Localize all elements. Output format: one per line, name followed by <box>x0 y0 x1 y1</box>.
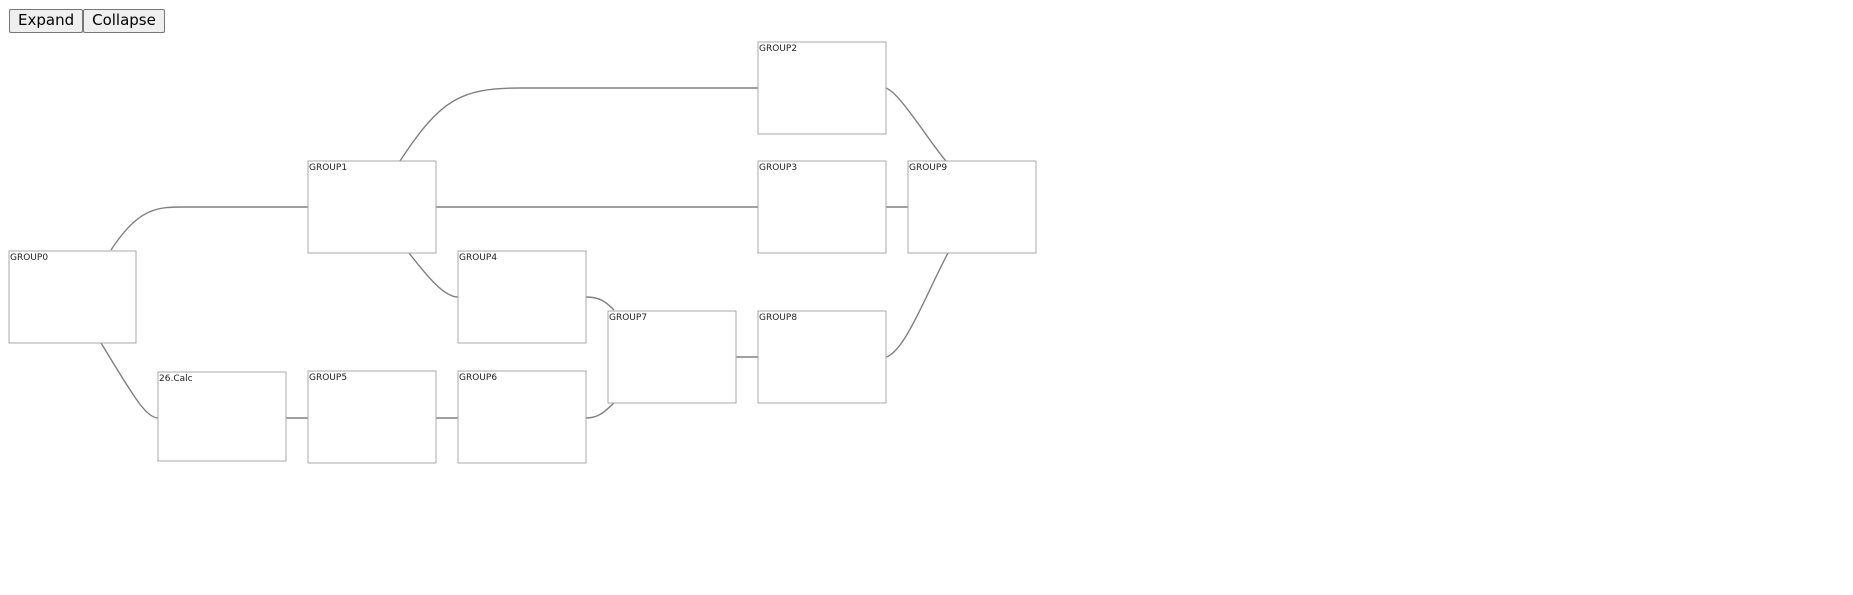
node-group2-box <box>757 41 887 135</box>
edge-group1-group4 <box>408 252 459 298</box>
expand-button[interactable]: Expand <box>9 9 84 33</box>
node-group9-box <box>907 160 1037 254</box>
node-group6-box <box>457 370 587 464</box>
edge-group4-group7 <box>585 296 615 311</box>
node-group3-box <box>757 160 887 254</box>
node-calc[interactable]: 26.Calc <box>157 371 287 462</box>
node-calc-label: 26.Calc <box>159 374 193 384</box>
node-group4-box <box>457 250 587 344</box>
node-group8[interactable]: GROUP8 <box>757 310 887 404</box>
node-group3[interactable]: GROUP3 <box>757 160 887 254</box>
node-group7-box <box>607 310 737 404</box>
node-group4-label: GROUP4 <box>459 253 497 263</box>
node-group0-label: GROUP0 <box>10 253 48 263</box>
node-group9-label: GROUP9 <box>909 163 947 173</box>
node-group1[interactable]: GROUP1 <box>307 160 437 254</box>
collapse-button[interactable]: Collapse <box>83 9 165 33</box>
node-group8-box <box>757 310 887 404</box>
node-group3-label: GROUP3 <box>759 163 797 173</box>
node-group0[interactable]: GROUP0 <box>8 250 137 344</box>
node-group6[interactable]: GROUP6 <box>457 370 587 464</box>
edge-group6-group7 <box>585 402 615 419</box>
node-group5[interactable]: GROUP5 <box>307 370 437 464</box>
node-group0-box <box>8 250 137 344</box>
node-group5-label: GROUP5 <box>309 373 347 383</box>
node-group4[interactable]: GROUP4 <box>457 250 587 344</box>
edge-group0-calc <box>100 342 159 419</box>
node-group2-label: GROUP2 <box>759 44 797 54</box>
node-group7[interactable]: GROUP7 <box>607 310 737 404</box>
node-group6-label: GROUP6 <box>459 373 497 383</box>
node-group8-label: GROUP8 <box>759 313 797 323</box>
node-group1-box <box>307 160 437 254</box>
node-group2[interactable]: GROUP2 <box>757 41 887 135</box>
node-group1-label: GROUP1 <box>309 163 347 173</box>
edges <box>100 87 949 419</box>
node-calc-box <box>157 371 287 462</box>
node-group7-label: GROUP7 <box>609 313 647 323</box>
edge-group8-group9 <box>885 252 949 358</box>
toolbar: Expand Collapse <box>9 9 165 33</box>
node-group5-box <box>307 370 437 464</box>
edge-group2-group9 <box>885 87 947 162</box>
edge-group0-group1 <box>110 206 308 251</box>
edge-group1-group2 <box>399 87 758 162</box>
node-group9[interactable]: GROUP9 <box>907 160 1037 254</box>
